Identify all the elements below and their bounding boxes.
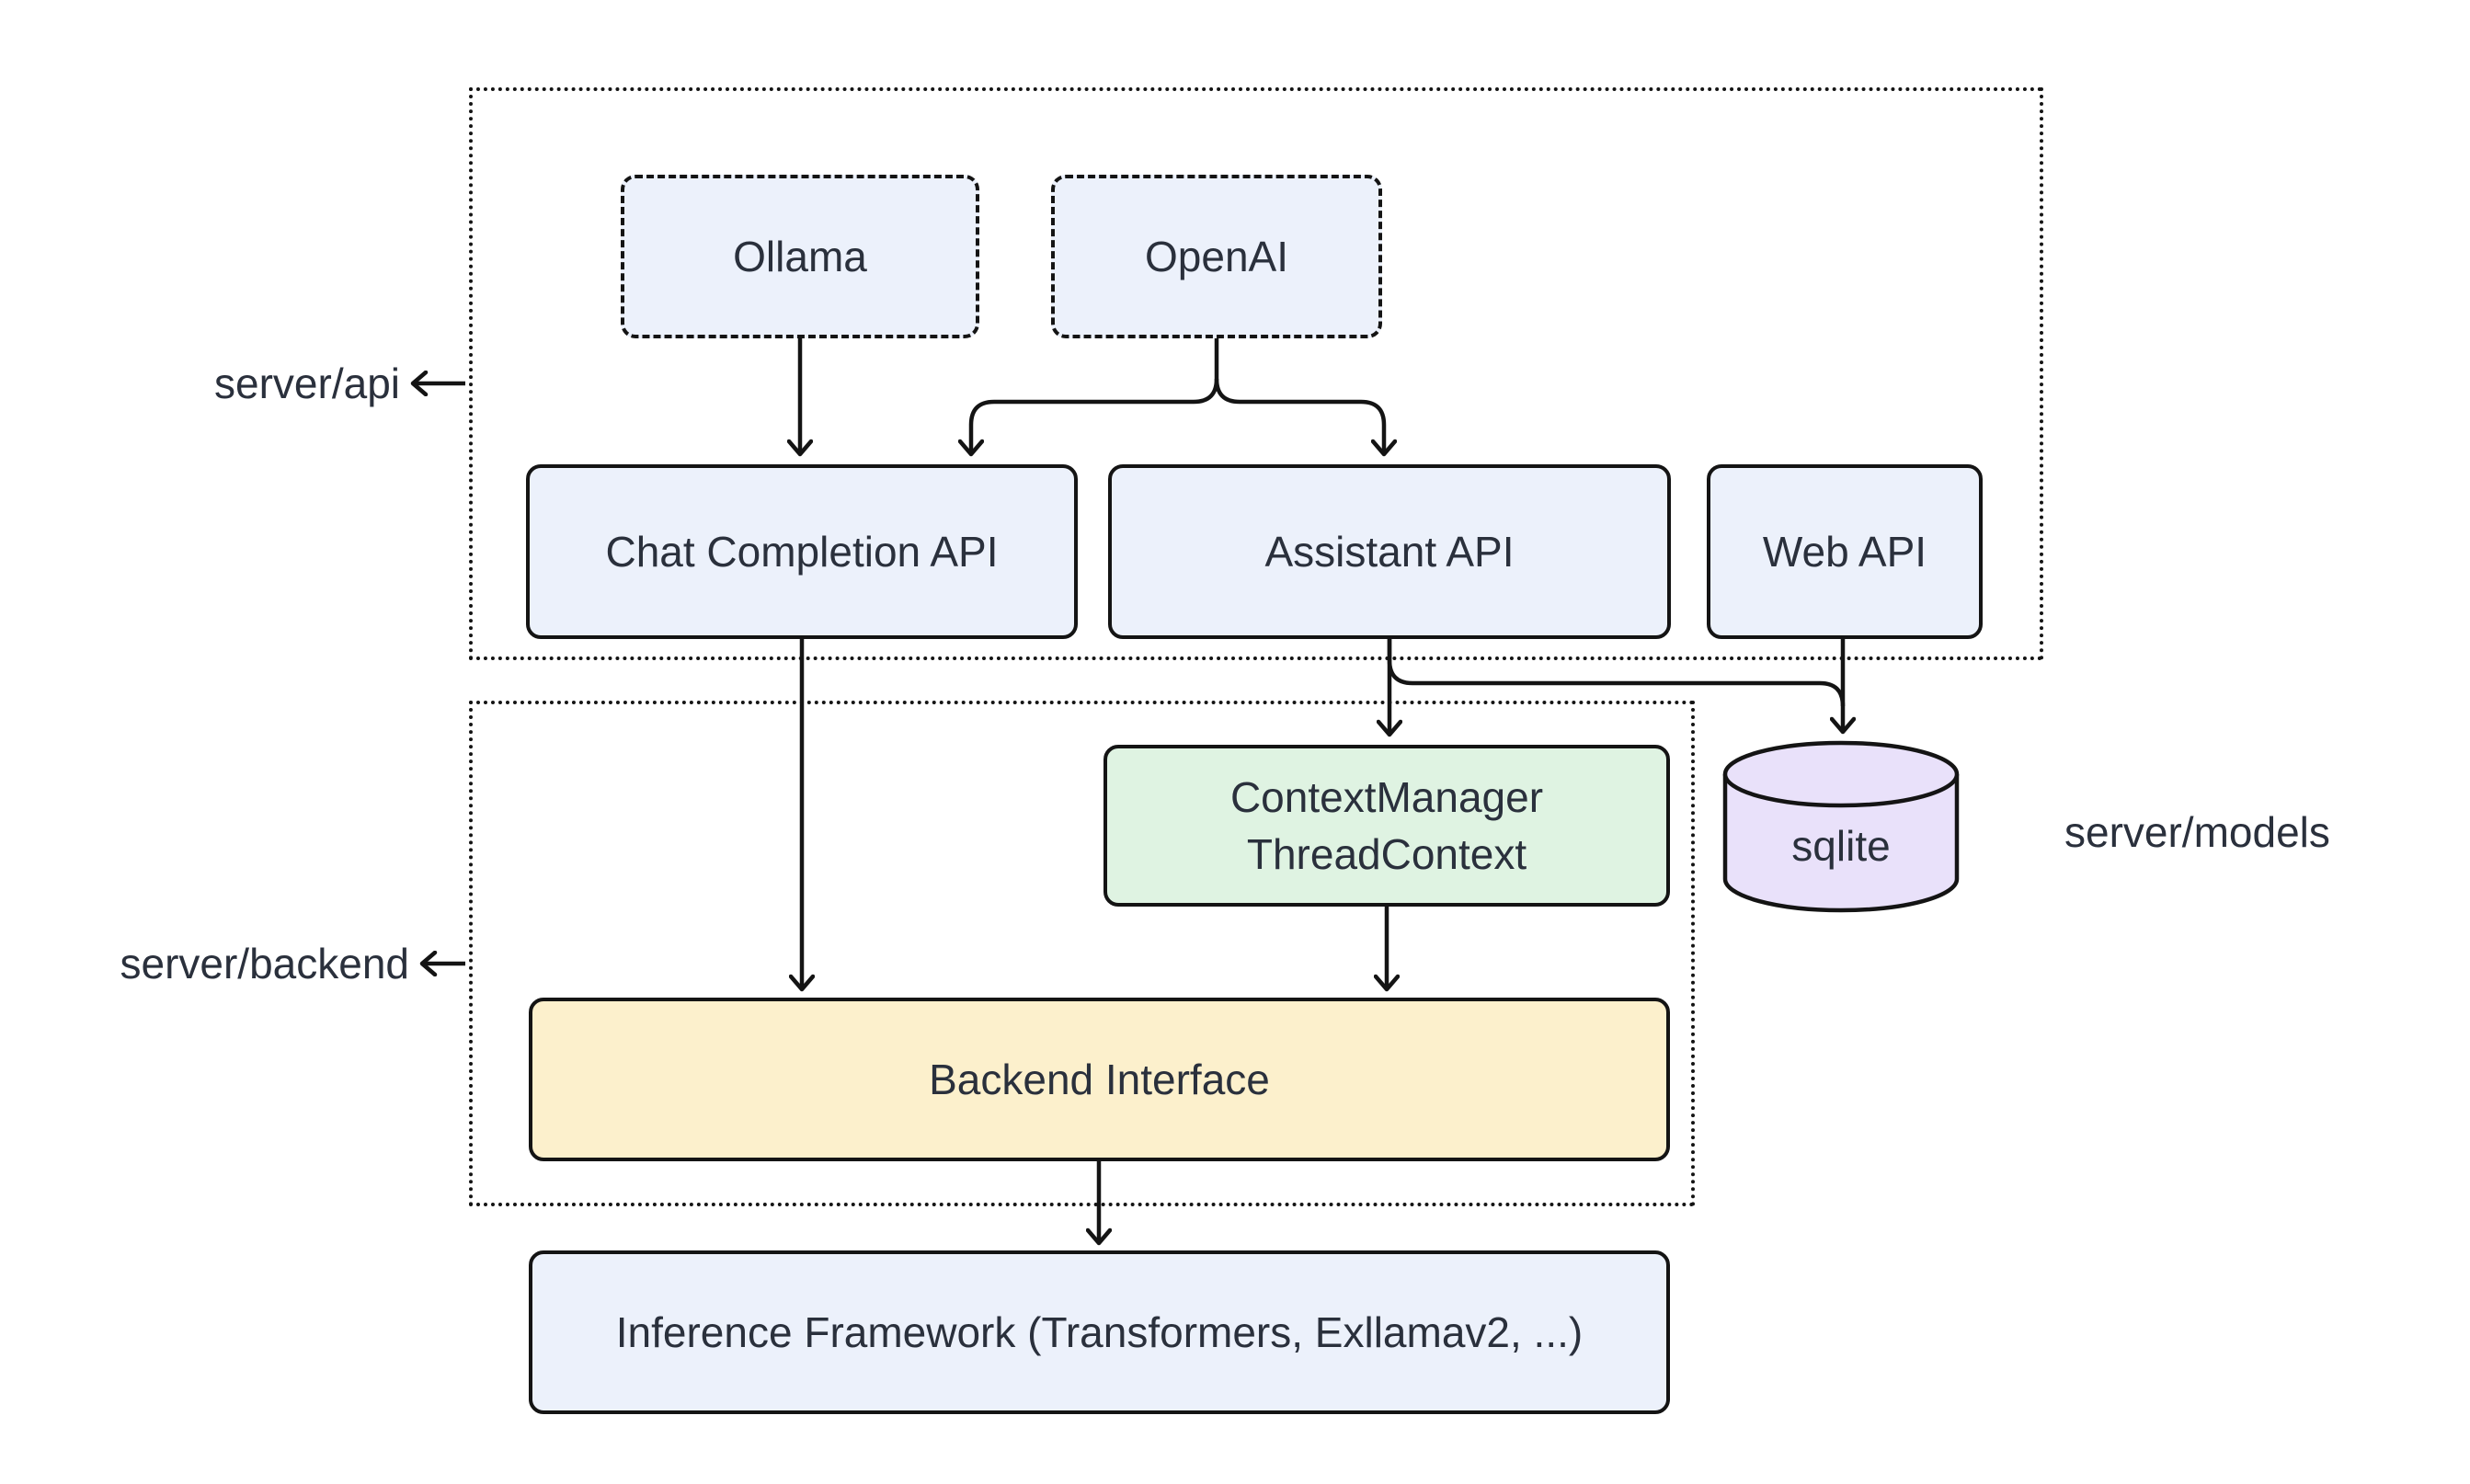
server-api-label: server/api	[214, 360, 400, 407]
node-sqlite-label: sqlite	[1791, 822, 1891, 870]
node-assistant-api-label: Assistant API	[1264, 527, 1515, 576]
node-context-manager-label: ContextManager ThreadContext	[1229, 772, 1544, 878]
sqlite-cylinder-body	[1722, 774, 1960, 913]
node-openai: OpenAI	[1051, 175, 1382, 338]
node-chat-completion-api-label: Chat Completion API	[605, 527, 999, 576]
edge-assistant-to-sqlite	[1387, 639, 1846, 707]
node-chat-completion-api: Chat Completion API	[526, 464, 1078, 639]
node-openai-label: OpenAI	[1145, 232, 1288, 280]
node-context-manager: ContextManager ThreadContext	[1103, 745, 1670, 907]
sqlite-cylinder-top	[1722, 740, 1960, 808]
node-assistant-api: Assistant API	[1108, 464, 1671, 639]
server-models-label: server/models	[2064, 808, 2330, 856]
edge-openai-to-assistant	[1214, 378, 1384, 454]
node-inference-framework-label: Inference Framework (Transformers, Exlla…	[615, 1307, 1584, 1356]
edge-openai-to-chat-completion	[971, 338, 1219, 454]
server-backend-group-border	[469, 701, 1695, 1206]
node-web-api: Web API	[1707, 464, 1983, 639]
node-backend-interface-label: Backend Interface	[929, 1055, 1270, 1103]
server-backend-label: server/backend	[120, 940, 410, 987]
node-inference-framework: Inference Framework (Transformers, Exlla…	[529, 1250, 1670, 1414]
sqlite-cylinder	[1722, 740, 1960, 913]
node-web-api-label: Web API	[1762, 527, 1927, 576]
server-api-group-border	[469, 87, 2043, 660]
node-ollama-label: Ollama	[733, 232, 867, 280]
node-backend-interface: Backend Interface	[529, 998, 1670, 1161]
node-ollama: Ollama	[621, 175, 979, 338]
